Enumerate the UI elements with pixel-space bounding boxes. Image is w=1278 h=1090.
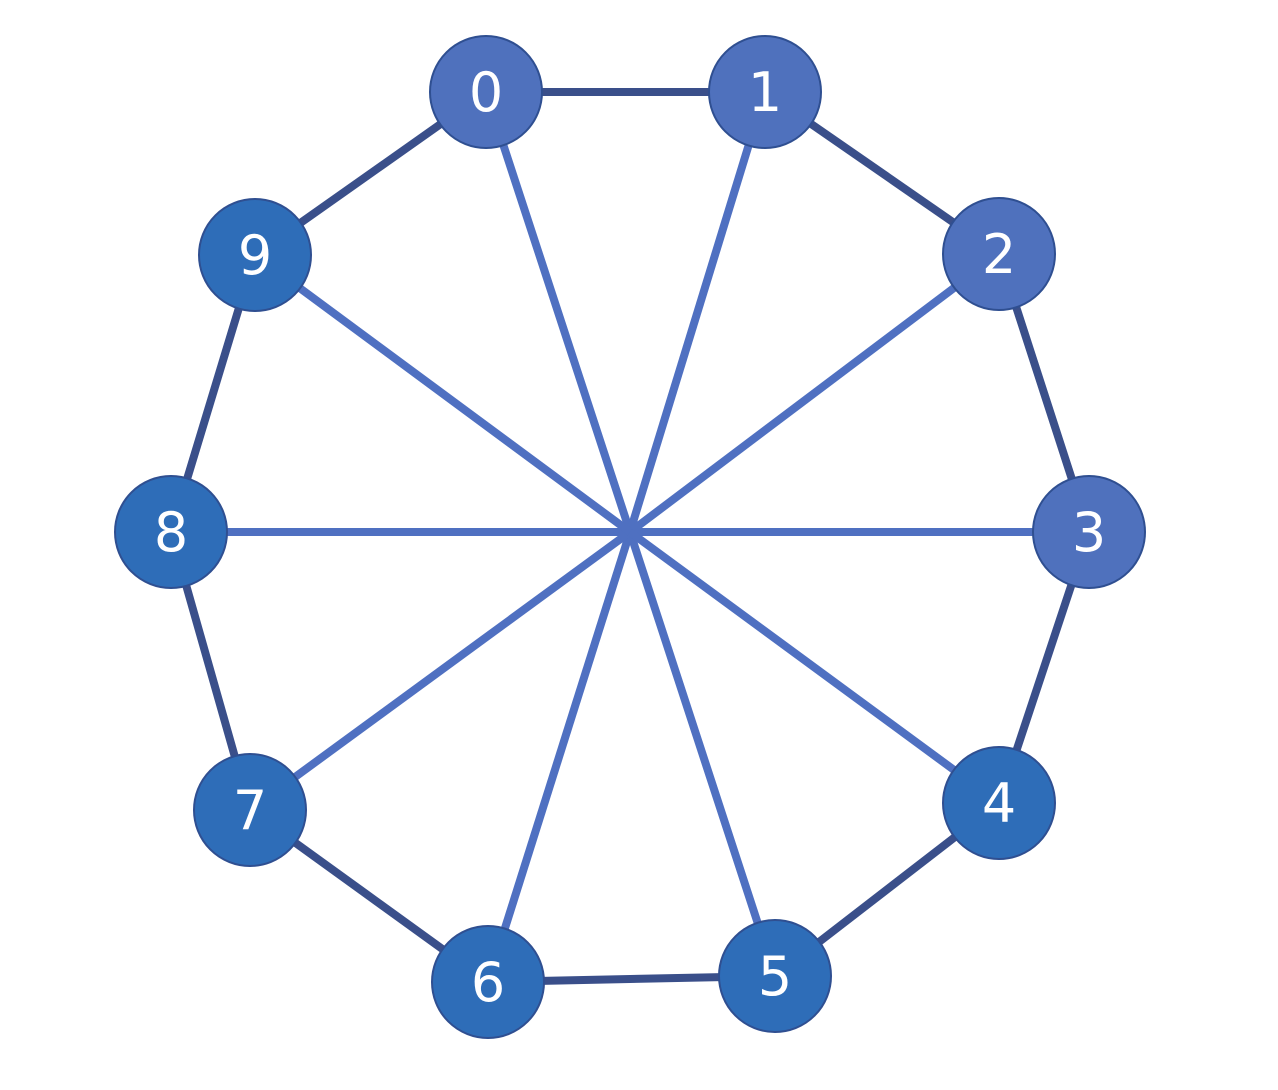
- node-0: 0: [429, 35, 543, 149]
- nodes: 0 1 2 3 4 5 6 7 8 9: [114, 35, 1146, 1039]
- node-label: 4: [982, 772, 1016, 835]
- node-label: 1: [748, 61, 782, 124]
- node-label: 5: [758, 945, 792, 1008]
- node-1: 1: [708, 35, 822, 149]
- node-label: 0: [469, 61, 503, 124]
- node-circle: [718, 919, 832, 1033]
- edge-2-7-half-a: [627, 250, 1002, 536]
- node-circle: [942, 746, 1056, 860]
- edge-4-9-half-a: [627, 528, 1002, 807]
- edge-2-7-half-b: [247, 528, 633, 814]
- node-8: 8: [114, 475, 228, 589]
- node-label: 2: [982, 223, 1016, 286]
- edge-1-6-half-b: [484, 530, 634, 984]
- node-label: 3: [1072, 501, 1106, 564]
- node-circle: [198, 198, 312, 312]
- node-label: 9: [238, 224, 272, 287]
- node-5: 5: [718, 919, 832, 1033]
- edge-0-5-half-b: [626, 530, 779, 978]
- node-circle: [429, 35, 543, 149]
- node-3: 3: [1032, 475, 1146, 589]
- edge-0-5-half-a: [482, 90, 634, 534]
- node-6: 6: [431, 925, 545, 1039]
- edge-1-6-half-a: [626, 90, 769, 534]
- node-label: 7: [233, 779, 267, 842]
- node-circle: [193, 753, 307, 867]
- node-label: 6: [471, 951, 505, 1014]
- node-4: 4: [942, 746, 1056, 860]
- node-7: 7: [193, 753, 307, 867]
- spoke-edges: [171, 90, 1089, 984]
- node-circle: [114, 475, 228, 589]
- edge-4-9-half-b: [252, 251, 633, 536]
- node-circle: [942, 197, 1056, 311]
- node-circle: [1032, 475, 1146, 589]
- node-2: 2: [942, 197, 1056, 311]
- node-9: 9: [198, 198, 312, 312]
- node-circle: [431, 925, 545, 1039]
- node-circle: [708, 35, 822, 149]
- node-label: 8: [154, 501, 188, 564]
